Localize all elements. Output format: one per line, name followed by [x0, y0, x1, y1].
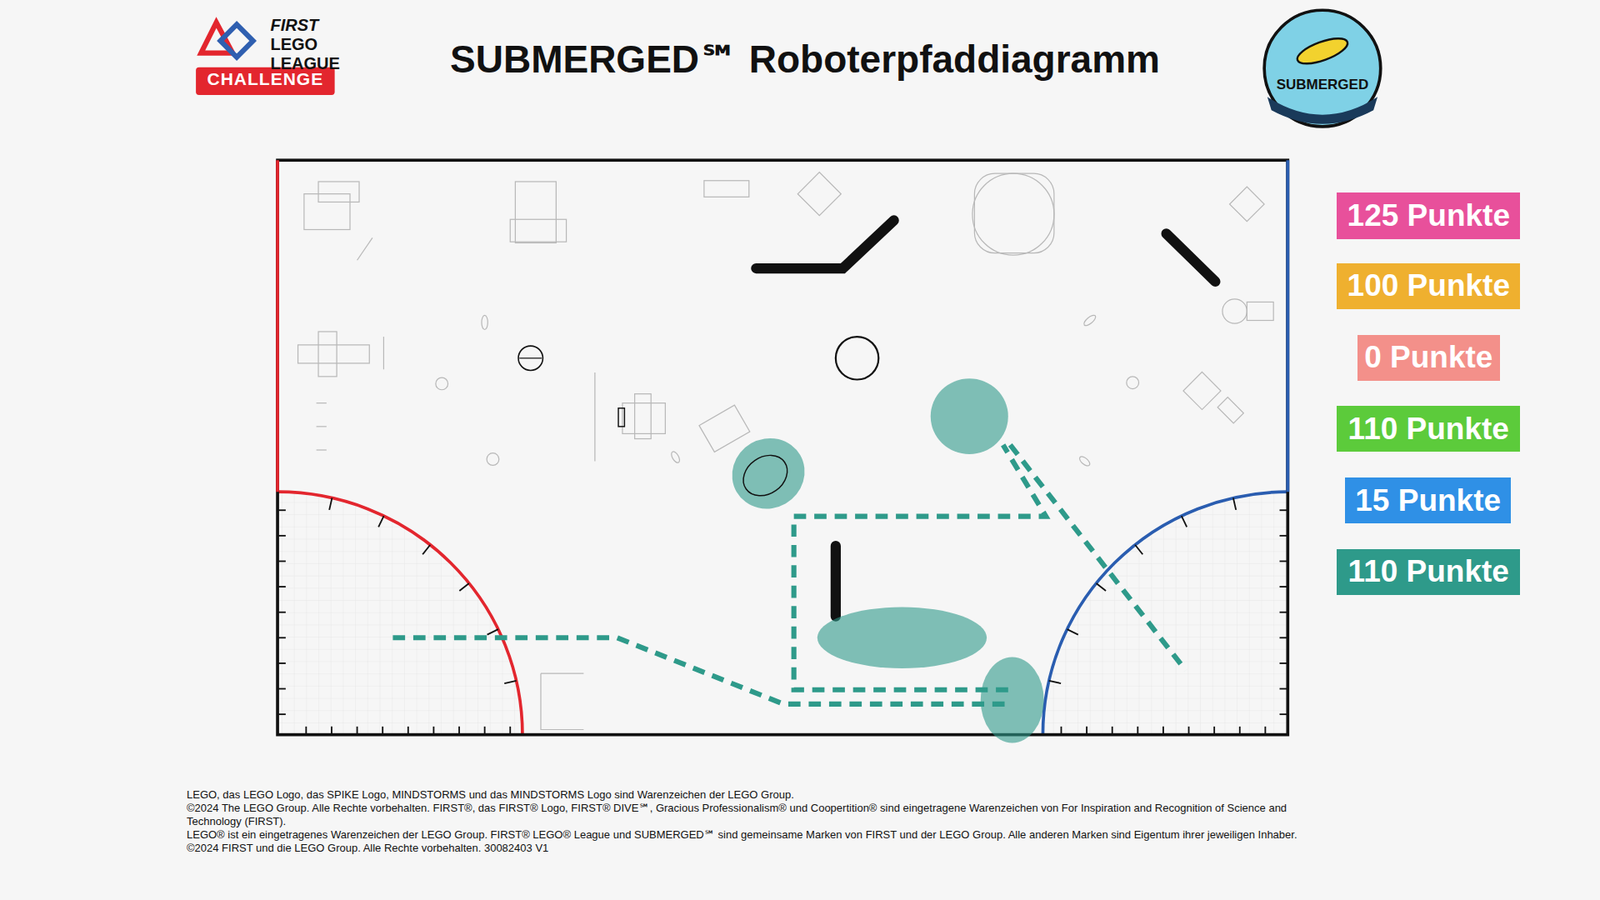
points-box: 125 Punkte — [1336, 192, 1520, 239]
target-circle — [518, 345, 543, 370]
field-walls — [755, 220, 1215, 616]
field-border — [277, 160, 1288, 735]
launch-areas — [277, 160, 1288, 735]
points-box: 110 Punkte — [1336, 549, 1520, 595]
target-circle — [835, 336, 879, 380]
points-value: 110 Punkte — [1348, 554, 1510, 590]
legal-notice: ©2024 The LEGO Group. Alle Rechte vorbeh… — [186, 801, 1312, 829]
mission-models — [298, 172, 1275, 730]
logo-text: SUBMERGED — [1269, 77, 1375, 92]
points-value: 110 Punkte — [1348, 411, 1510, 447]
points-box: 0 Punkte — [1357, 335, 1500, 381]
legal-notice: LEGO, das LEGO Logo, das SPIKE Logo, MIN… — [186, 788, 1312, 802]
points-value: 0 Punkte — [1364, 340, 1493, 375]
logo-text: CHALLENGE — [195, 70, 335, 88]
logo-text: FIRST — [270, 16, 319, 34]
points-value: 125 Punkte — [1347, 198, 1510, 234]
points-value: 100 Punkte — [1347, 268, 1510, 304]
legal-notice: ©2024 FIRST und die LEGO Group. Alle Rec… — [186, 841, 1312, 855]
points-box: 110 Punkte — [1336, 405, 1520, 452]
submerged-logo — [1264, 10, 1381, 127]
robot-path — [392, 445, 1185, 705]
points-box: 100 Punkte — [1336, 263, 1520, 310]
points-value: 15 Punkte — [1355, 483, 1501, 519]
logo-text: LEGO — [270, 35, 318, 53]
points-box: 15 Punkte — [1345, 477, 1512, 524]
legal-notice: LEGO® ist ein eingetragenes Warenzeichen… — [186, 828, 1312, 842]
logo-text: LEAGUE — [270, 55, 340, 72]
